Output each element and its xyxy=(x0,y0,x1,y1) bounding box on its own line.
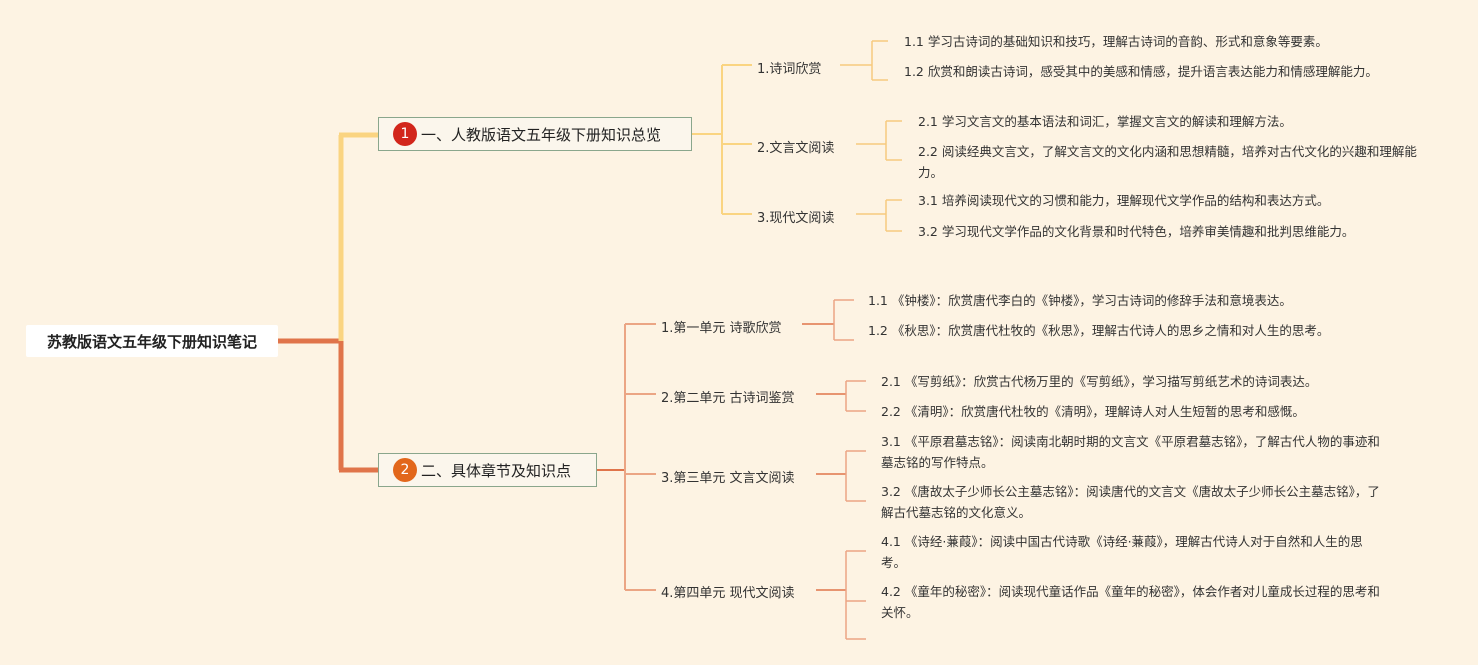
badge-1: 1 xyxy=(393,122,417,146)
branch-2-label: 二、具体章节及知识点 xyxy=(421,461,572,480)
sub-node-1-2[interactable]: 2.文言文阅读 xyxy=(757,141,835,156)
leaf-2-4-1[interactable]: 4.1 《诗经·蒹葭》：阅读中国古代诗歌《诗经·蒹葭》，理解古代诗人对于自然和人… xyxy=(881,534,1363,570)
leaf-1-2-2[interactable]: 2.2 阅读经典文言文，了解文言文的文化内涵和思想精髓，培养对古代文化的兴趣和理… xyxy=(918,144,1417,180)
sub-node-2-4[interactable]: 4.第四单元 现代文阅读 xyxy=(661,586,795,601)
sub-node-2-3[interactable]: 3.第三单元 文言文阅读 xyxy=(661,471,795,486)
leaf-2-2-1[interactable]: 2.1 《写剪纸》：欣赏古代杨万里的《写剪纸》，学习描写剪纸艺术的诗词表达。 xyxy=(881,374,1318,389)
leaf-1-1-2[interactable]: 1.2 欣赏和朗读古诗词，感受其中的美感和情感，提升语言表达能力和情感理解能力。 xyxy=(904,64,1378,79)
sub-node-1-1[interactable]: 1.诗词欣赏 xyxy=(757,62,822,77)
branch-1-node[interactable]: 1 一、人教版语文五年级下册知识总览 xyxy=(378,117,692,151)
branch-1-label: 一、人教版语文五年级下册知识总览 xyxy=(421,125,662,144)
leaf-2-1-1[interactable]: 1.1 《钟楼》：欣赏唐代李白的《钟楼》，学习古诗词的修辞手法和意境表达。 xyxy=(868,293,1292,308)
root-label: 苏教版语文五年级下册知识笔记 xyxy=(46,332,257,351)
sub-node-2-1[interactable]: 1.第一单元 诗歌欣赏 xyxy=(661,321,782,336)
leaf-2-3-1[interactable]: 3.1 《平原君墓志铭》：阅读南北朝时期的文言文《平原君墓志铭》，了解古代人物的… xyxy=(881,434,1380,470)
leaf-2-1-2[interactable]: 1.2 《秋思》：欣赏唐代杜牧的《秋思》，理解古代诗人的思乡之情和对人生的思考。 xyxy=(868,323,1330,338)
sub-node-2-2[interactable]: 2.第二单元 古诗词鉴赏 xyxy=(661,391,795,406)
leaf-1-3-1[interactable]: 3.1 培养阅读现代文的习惯和能力，理解现代文学作品的结构和表达方式。 xyxy=(918,193,1330,208)
leaf-2-4-2[interactable]: 4.2 《童年的秘密》：阅读现代童话作品《童年的秘密》，体会作者对儿童成长过程的… xyxy=(881,584,1380,620)
branch-2-node[interactable]: 2 二、具体章节及知识点 xyxy=(378,453,597,487)
leaf-1-3-2[interactable]: 3.2 学习现代文学作品的文化背景和时代特色，培养审美情趣和批判思维能力。 xyxy=(918,224,1355,239)
leaf-1-2-1[interactable]: 2.1 学习文言文的基本语法和词汇，掌握文言文的解读和理解方法。 xyxy=(918,114,1292,129)
root-node[interactable]: 苏教版语文五年级下册知识笔记 xyxy=(26,325,278,357)
leaf-2-3-2[interactable]: 3.2 《唐故太子少师长公主墓志铭》：阅读唐代的文言文《唐故太子少师长公主墓志铭… xyxy=(881,484,1380,520)
leaf-2-2-2[interactable]: 2.2 《清明》：欣赏唐代杜牧的《清明》，理解诗人对人生短暂的思考和感慨。 xyxy=(881,404,1305,419)
sub-node-1-3[interactable]: 3.现代文阅读 xyxy=(757,211,835,226)
leaf-1-1-1[interactable]: 1.1 学习古诗词的基础知识和技巧，理解古诗词的音韵、形式和意象等要素。 xyxy=(904,34,1328,49)
badge-2: 2 xyxy=(393,458,417,482)
